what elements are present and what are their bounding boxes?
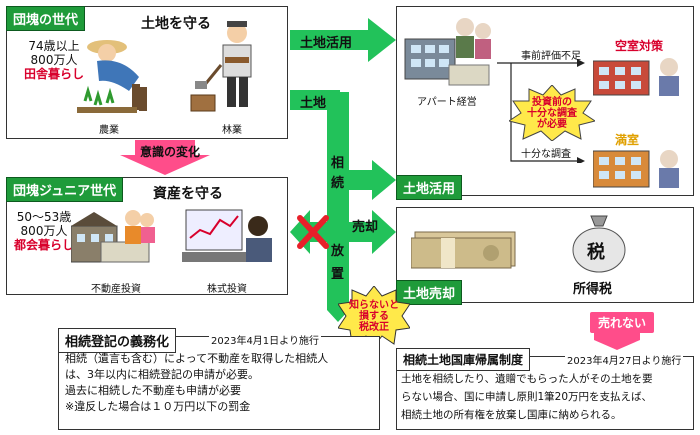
land-use-box: アパート経営 事前評価不足 十分な調査 投資前の 十分な調査 が必要 空室対策 … bbox=[396, 6, 694, 200]
inherit-char-2: 続 bbox=[331, 176, 345, 191]
registration-box: 相続登記の義務化 2023年4月1日より施行 相続（遺言も含む）によって不動産を… bbox=[58, 328, 380, 430]
full-building bbox=[593, 150, 679, 188]
change-arrow bbox=[120, 140, 210, 175]
full-label: 満室 bbox=[615, 133, 640, 147]
junior-lifestyle: 都会暮らし bbox=[13, 238, 74, 252]
blocked-x-icon bbox=[297, 215, 329, 249]
dankai-population: 800万人 bbox=[30, 53, 78, 67]
burst-line-2: 十分な調査 bbox=[527, 107, 577, 119]
branch-lines bbox=[497, 59, 585, 163]
junior-arrow bbox=[290, 210, 327, 254]
registration-date: 2023年4月1日より施行 bbox=[209, 332, 321, 347]
enough-survey-label: 十分な調査 bbox=[521, 149, 571, 160]
land-arrow bbox=[290, 90, 340, 110]
realestate-illustration bbox=[71, 210, 155, 263]
inherit-flow-bar bbox=[327, 92, 349, 307]
land-use-arrow bbox=[290, 18, 396, 62]
junior-tag: 団塊ジュニア世代 bbox=[6, 177, 124, 202]
stock-illustration bbox=[182, 209, 272, 262]
treasury-title: 相続土地国庫帰属制度 bbox=[396, 348, 531, 371]
tax-label: 所得税 bbox=[573, 282, 613, 297]
treasury-date: 2023年4月27日より施行 bbox=[565, 352, 684, 367]
land-label: 土地 bbox=[300, 96, 327, 111]
cannot-sell-label: 売れない bbox=[590, 312, 655, 333]
junior-heading: 資産を守る bbox=[153, 186, 223, 202]
tax-burst-line-1: 知らないと bbox=[349, 299, 399, 311]
registration-body-4: ※違反した場合は１０万円以下の罰金 bbox=[65, 400, 251, 413]
apartment-illustration bbox=[404, 18, 491, 86]
tax-glyph: 税 bbox=[587, 242, 605, 263]
abandon-char-1: 放 bbox=[331, 244, 345, 259]
land-use-arrow-label: 土地活用 bbox=[300, 36, 353, 51]
cannot-sell-arrow bbox=[594, 332, 640, 350]
burst-line-1: 投資前の bbox=[532, 96, 572, 108]
treasury-box: 相続土地国庫帰属制度 2023年4月27日より施行 土地を相続したり、遺贈でもら… bbox=[396, 348, 694, 430]
inherit-char-1: 相 bbox=[331, 156, 345, 171]
dankai-age: 74歳以上 bbox=[28, 39, 80, 53]
forester-illustration bbox=[190, 21, 252, 112]
dankai-caption-agri: 農業 bbox=[99, 125, 119, 136]
farmer-illustration bbox=[77, 40, 147, 113]
dankai-heading: 土地を守る bbox=[141, 16, 211, 32]
dankai-caption-forest: 林業 bbox=[222, 125, 242, 136]
tax-burst-line-2: 損する bbox=[359, 310, 389, 322]
registration-body-3: 過去に相続した不動産も申請が必要 bbox=[65, 384, 241, 397]
dankai-lifestyle: 田舎暮らし bbox=[23, 67, 84, 81]
treasury-body-1: 土地を相続したり、遺贈でもらった人がその土地を要 bbox=[401, 373, 653, 385]
junior-age: 50～53歳 bbox=[16, 210, 72, 224]
land-sale-tag: 土地売却 bbox=[396, 280, 463, 305]
registration-body-2: は、3年以内に相続登記の申請が必要。 bbox=[65, 368, 259, 381]
burst-line-3: が必要 bbox=[537, 118, 567, 130]
junior-population: 800万人 bbox=[20, 224, 68, 238]
change-label: 意識の変化 bbox=[140, 145, 201, 159]
sell-arrow-label: 売却 bbox=[352, 220, 379, 235]
tax-reform-burst: 知らないと 損する 税改正 bbox=[348, 296, 400, 336]
land-use-tag: 土地活用 bbox=[396, 175, 463, 200]
junior-caption-realestate: 不動産投資 bbox=[91, 284, 141, 295]
tax-bag-icon bbox=[572, 215, 626, 273]
treasury-body-2: らない場合、国に申請し原則1筆20万円を支払えば、 bbox=[401, 391, 653, 403]
apartment-caption: アパート経営 bbox=[417, 97, 477, 108]
tax-reform-burst-shape bbox=[338, 286, 410, 346]
treasury-body-3: 相続土地の所有権を放棄し国庫に納められる。 bbox=[401, 409, 622, 421]
research-burst: 投資前の 十分な調査 が必要 bbox=[523, 93, 581, 133]
junior-caption-stock: 株式投資 bbox=[207, 284, 247, 295]
land-sale-box: 税 所得税 土地売却 bbox=[396, 207, 694, 305]
money-illustration bbox=[411, 231, 516, 269]
inherit-to-landuse-arrow bbox=[349, 160, 396, 200]
registration-body-1: 相続（遺言も含む）によって不動産を取得した相続人 bbox=[65, 352, 329, 365]
tax-burst-line-3: 税改正 bbox=[359, 321, 389, 333]
sell-arrow bbox=[349, 210, 396, 254]
vacancy-building bbox=[593, 58, 679, 96]
vacancy-label: 空室対策 bbox=[615, 39, 664, 53]
junior-box: 団塊ジュニア世代 資産を守る 50～53歳 800万人 都会暮らし 不動産投資 … bbox=[6, 177, 288, 295]
research-burst-shape bbox=[509, 85, 595, 141]
registration-title: 相続登記の義務化 bbox=[58, 328, 177, 353]
dankai-box: 団塊の世代 土地を守る 74歳以上 800万人 田舎暮らし 農業 林業 bbox=[6, 6, 288, 139]
abandon-char-2: 置 bbox=[331, 267, 345, 282]
no-eval-label: 事前評価不足 bbox=[521, 51, 581, 62]
dankai-tag: 団塊の世代 bbox=[6, 6, 86, 31]
